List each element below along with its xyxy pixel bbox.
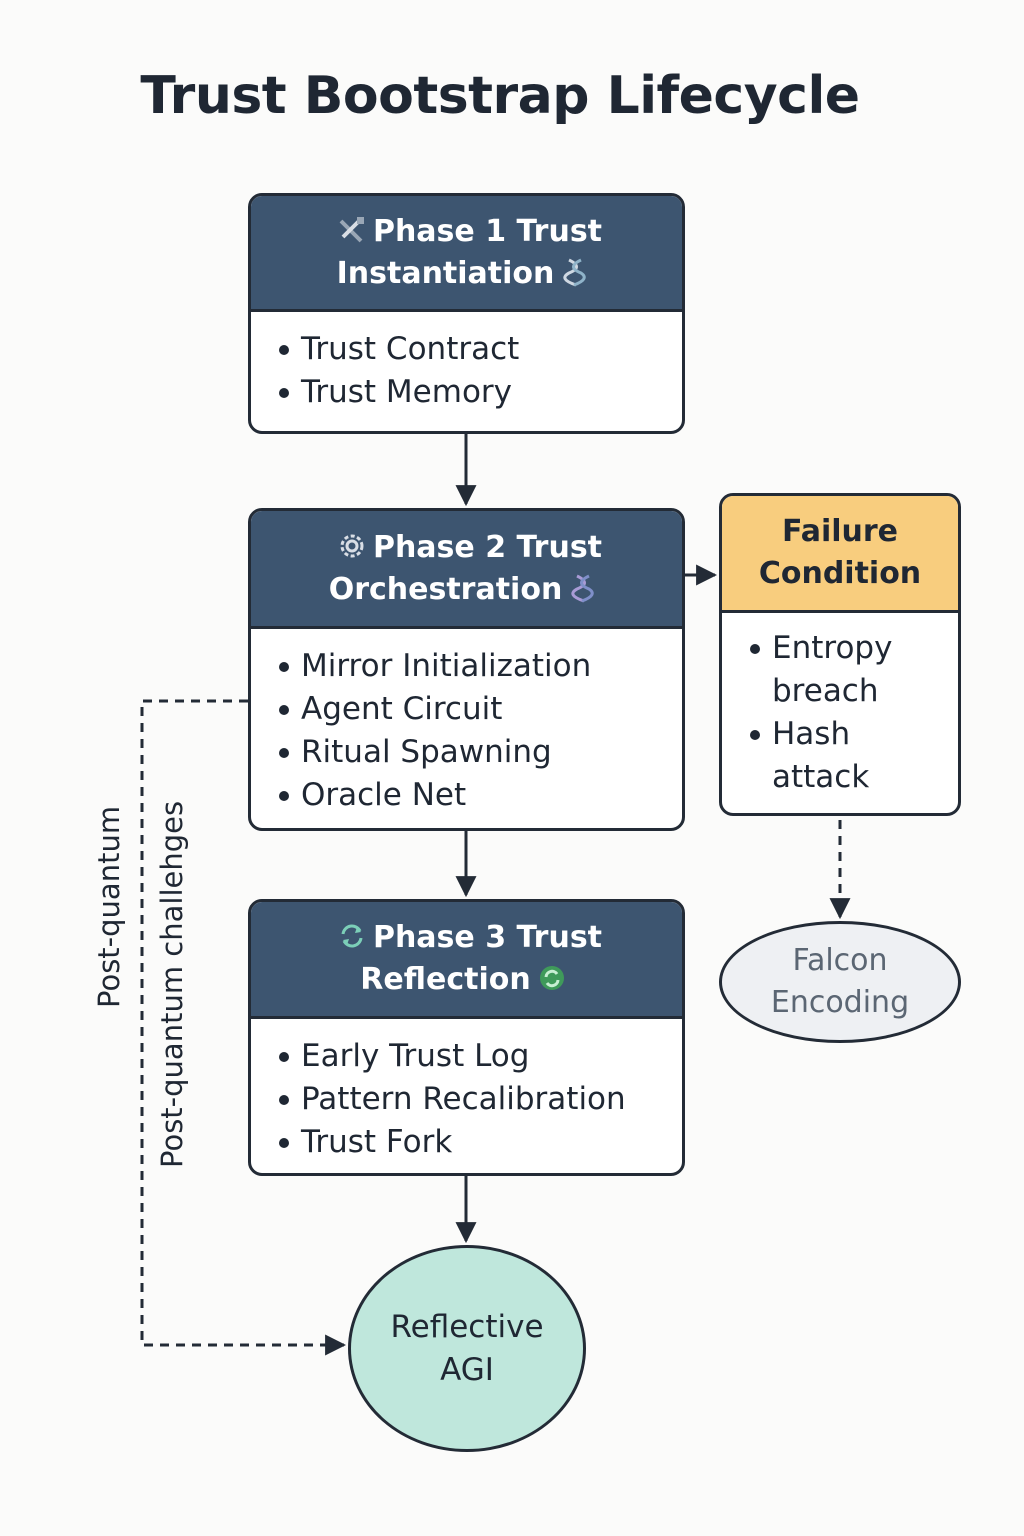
list-item: Mirror Initialization — [251, 645, 682, 688]
phase1-title-line2: Instantiation — [336, 255, 555, 291]
phase2-title-line2: Orchestration — [328, 571, 563, 607]
list-item: Agent Circuit — [251, 688, 682, 731]
agi-line2: AGI — [440, 1351, 494, 1388]
list-item: Trust Memory — [251, 371, 682, 414]
failure-title-line2: Condition — [758, 556, 922, 591]
dashed-arrow-phase2-agi — [140, 699, 347, 1356]
list-item: Pattern Recalibration — [251, 1078, 682, 1121]
phase2-title-line1: Phase 2 Trust — [372, 529, 603, 565]
phase3-card: Phase 3 Trust Reflection Early Trust Log… — [248, 899, 685, 1176]
recycle-icon — [537, 963, 567, 993]
falcon-line1: Falcon — [792, 943, 888, 978]
dna-icon — [560, 257, 590, 287]
phase3-title-line2: Reflection — [360, 962, 531, 997]
dna-icon — [568, 573, 598, 603]
reflective-agi-node: Reflective AGI — [348, 1245, 586, 1452]
list-item: Entropy breach — [722, 627, 922, 713]
list-item: Trust Contract — [251, 328, 682, 371]
gear-icon — [337, 531, 367, 561]
phase1-title-line1: Phase 1 Trust — [372, 213, 603, 249]
side-label-post-quantum-challenges: Post-quantum challehges — [155, 800, 189, 1168]
falcon-line2: Encoding — [770, 985, 910, 1020]
list-item: Hash attack — [722, 713, 922, 799]
list-item: Trust Fork — [251, 1121, 682, 1164]
diagram-title: Trust Bootstrap Lifecycle — [140, 66, 860, 126]
falcon-encoding-node: Falcon Encoding — [719, 921, 961, 1043]
phase1-header: Phase 1 Trust Instantiation — [251, 196, 682, 312]
failure-title-line1: Failure — [781, 514, 899, 549]
phase2-card: Phase 2 Trust Orchestration Mirror Initi… — [248, 508, 685, 831]
failure-condition-card: Failure Condition Entropy breach Hash at… — [719, 493, 961, 816]
failure-header: Failure Condition — [722, 496, 958, 613]
side-label-post-quantum: Post-quantum — [92, 805, 126, 1008]
list-item: Ritual Spawning — [251, 731, 682, 774]
phase3-title-line1: Phase 3 Trust — [372, 920, 603, 955]
phase3-header: Phase 3 Trust Reflection — [251, 902, 682, 1019]
agi-line1: Reflective — [390, 1308, 544, 1345]
list-item: Early Trust Log — [251, 1035, 682, 1078]
tools-icon — [337, 215, 367, 245]
refresh-icon — [337, 921, 367, 951]
phase2-header: Phase 2 Trust Orchestration — [251, 511, 682, 629]
phase1-card: Phase 1 Trust Instantiation Trust Contra… — [248, 193, 685, 434]
list-item: Oracle Net — [251, 774, 682, 817]
